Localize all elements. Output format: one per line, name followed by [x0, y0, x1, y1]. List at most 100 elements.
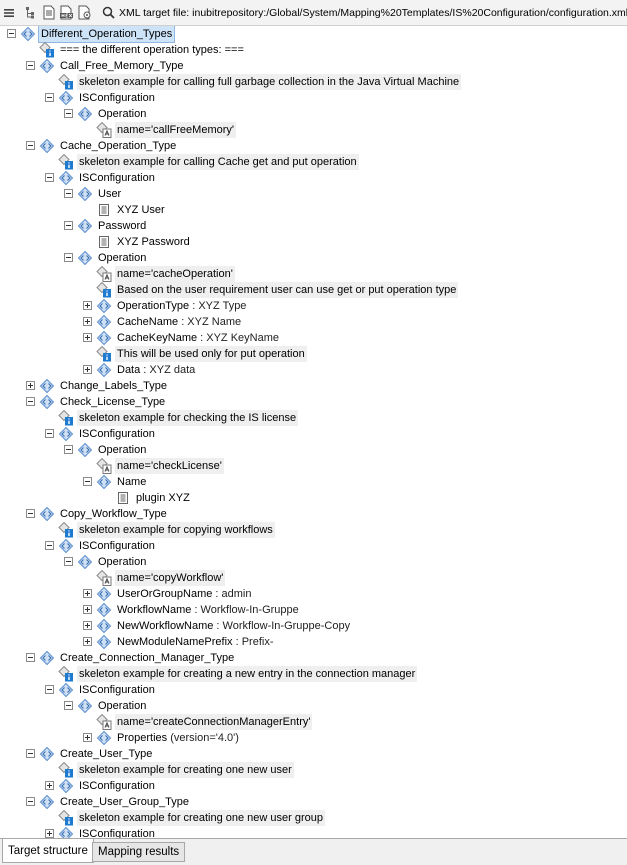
tree-node[interactable]: Name [0, 474, 627, 490]
tree-node[interactable]: ISConfiguration [0, 826, 627, 838]
collapse-toggle[interactable] [26, 797, 35, 806]
tree-node[interactable]: Check_License_Type [0, 394, 627, 410]
target-structure-tree[interactable]: Different_Operation_Types=== the differe… [0, 26, 627, 838]
tree-node[interactable]: UserOrGroupName : admin [0, 586, 627, 602]
tree-node-label[interactable]: CacheName : XYZ Name [115, 314, 243, 330]
collapse-toggle[interactable] [26, 653, 35, 662]
expand-toggle[interactable] [83, 637, 92, 646]
tree-node-label[interactable]: skeleton example for calling Cache get a… [77, 154, 359, 170]
collapse-toggle[interactable] [26, 61, 35, 70]
expand-toggle[interactable] [83, 621, 92, 630]
tree-node[interactable]: Create_User_Type [0, 746, 627, 762]
tree-node[interactable]: Change_Labels_Type [0, 378, 627, 394]
tree-node[interactable]: CacheName : XYZ Name [0, 314, 627, 330]
tree-node-label[interactable]: skeleton example for copying workflows [77, 522, 275, 538]
tab-mapping-results[interactable]: Mapping results [92, 842, 186, 862]
tree-node[interactable]: Operation [0, 442, 627, 458]
tree-node[interactable]: ISConfiguration [0, 682, 627, 698]
tree-node[interactable]: name='copyWorkflow' [0, 569, 627, 586]
tree-node[interactable]: skeleton example for creating one new us… [0, 761, 627, 778]
collapse-toggle[interactable] [64, 109, 73, 118]
tree-node[interactable]: plugin XYZ [0, 490, 627, 506]
tree-node-label[interactable]: name='checkLicense' [115, 458, 224, 474]
tree-node-label[interactable]: Copy_Workflow_Type [58, 506, 169, 522]
collapse-toggle[interactable] [64, 701, 73, 710]
tree-node-label[interactable]: ISConfiguration [77, 90, 157, 106]
expand-toggle[interactable] [45, 829, 54, 838]
tree-node[interactable]: Copy_Workflow_Type [0, 506, 627, 522]
tree-node[interactable]: ISConfiguration [0, 538, 627, 554]
tree-node-label[interactable]: ISConfiguration [77, 538, 157, 554]
tree-node-label[interactable]: Call_Free_Memory_Type [58, 58, 186, 74]
tree-node-label[interactable]: skeleton example for creating one new us… [77, 810, 325, 826]
tree-node[interactable]: === the different operation types: === [0, 41, 627, 58]
collapse-toggle[interactable] [26, 509, 35, 518]
tree-node-label[interactable]: Data : XYZ data [115, 362, 197, 378]
search-icon[interactable] [102, 5, 115, 21]
tree-node-label[interactable]: NewWorkflowName : Workflow-In-Gruppe-Cop… [115, 618, 352, 634]
menu-icon[interactable] [3, 5, 15, 21]
tree-node[interactable]: Operation [0, 250, 627, 266]
tree-node-label[interactable]: name='cacheOperation' [115, 266, 235, 282]
tree-node[interactable]: name='checkLicense' [0, 457, 627, 474]
tree-node[interactable]: skeleton example for calling full garbag… [0, 73, 627, 90]
tree-node-label[interactable]: ISConfiguration [77, 170, 157, 186]
collapse-toggle[interactable] [26, 749, 35, 758]
tree-node-label[interactable]: Operation [96, 442, 148, 458]
tree-node-label[interactable]: User [96, 186, 123, 202]
collapse-toggle[interactable] [45, 429, 54, 438]
collapse-toggle[interactable] [45, 173, 54, 182]
tree-node-label[interactable]: Operation [96, 250, 148, 266]
tree-node-label[interactable]: === the different operation types: === [58, 42, 246, 58]
tree-node[interactable]: skeleton example for copying workflows [0, 521, 627, 538]
tree-node[interactable]: Create_User_Group_Type [0, 794, 627, 810]
tree-node[interactable]: XYZ User [0, 202, 627, 218]
tree-node[interactable]: This will be used only for put operation [0, 345, 627, 362]
tree-node-label[interactable]: UserOrGroupName : admin [115, 586, 254, 602]
collapse-toggle[interactable] [45, 93, 54, 102]
tree-node-label[interactable]: Cache_Operation_Type [58, 138, 178, 154]
tree-node[interactable]: skeleton example for creating a new entr… [0, 665, 627, 682]
tree-node-label[interactable]: skeleton example for creating a new entr… [77, 666, 418, 682]
collapse-toggle[interactable] [64, 253, 73, 262]
collapse-toggle[interactable] [45, 685, 54, 694]
expand-toggle[interactable] [83, 317, 92, 326]
tree-node[interactable]: ISConfiguration [0, 170, 627, 186]
tree-node[interactable]: NewWorkflowName : Workflow-In-Gruppe-Cop… [0, 618, 627, 634]
tree-node[interactable]: Based on the user requirement user can u… [0, 281, 627, 298]
tree-node-label[interactable]: Password [96, 218, 148, 234]
tree-node[interactable]: NewModuleNamePrefix : Prefix- [0, 634, 627, 650]
tree-node[interactable]: Operation [0, 106, 627, 122]
tree-node[interactable]: name='callFreeMemory' [0, 121, 627, 138]
tree-node[interactable]: Properties (version='4.0') [0, 730, 627, 746]
collapse-toggle[interactable] [64, 445, 73, 454]
tree-node[interactable]: ISConfiguration [0, 426, 627, 442]
expand-toggle[interactable] [83, 365, 92, 374]
expand-toggle[interactable] [83, 301, 92, 310]
tree-node[interactable]: ISConfiguration [0, 778, 627, 794]
tree-node-label[interactable]: Change_Labels_Type [58, 378, 169, 394]
tree-node-label[interactable]: NewModuleNamePrefix : Prefix- [115, 634, 276, 650]
tree-node-label[interactable]: CacheKeyName : XYZ KeyName [115, 330, 281, 346]
tree-node-label[interactable]: XYZ Password [115, 234, 192, 250]
tree-node-label[interactable]: ISConfiguration [77, 682, 157, 698]
tree-node[interactable]: skeleton example for creating one new us… [0, 809, 627, 826]
tree-node-label[interactable]: Operation [96, 554, 148, 570]
tree-node-label[interactable]: WorkflowName : Workflow-In-Gruppe [115, 602, 301, 618]
tree-node-label[interactable]: Based on the user requirement user can u… [115, 282, 459, 298]
expand-toggle[interactable] [26, 381, 35, 390]
collapse-toggle[interactable] [64, 189, 73, 198]
collapse-toggle[interactable] [83, 477, 92, 486]
tree-node[interactable]: Operation [0, 554, 627, 570]
tree-node-label[interactable]: name='copyWorkflow' [115, 570, 226, 586]
expand-toggle[interactable] [83, 733, 92, 742]
tree-node[interactable]: skeleton example for calling Cache get a… [0, 153, 627, 170]
expand-toggle[interactable] [83, 333, 92, 342]
tree-node-label[interactable]: XYZ User [115, 202, 167, 218]
tree-node-label[interactable]: Properties (version='4.0') [115, 730, 241, 746]
tree-node-label[interactable]: ISConfiguration [77, 826, 157, 838]
collapse-toggle[interactable] [64, 557, 73, 566]
tree-node[interactable]: OperationType : XYZ Type [0, 298, 627, 314]
tree-node-label[interactable]: Operation [96, 698, 148, 714]
tree-node-label[interactable]: Create_Connection_Manager_Type [58, 650, 236, 666]
